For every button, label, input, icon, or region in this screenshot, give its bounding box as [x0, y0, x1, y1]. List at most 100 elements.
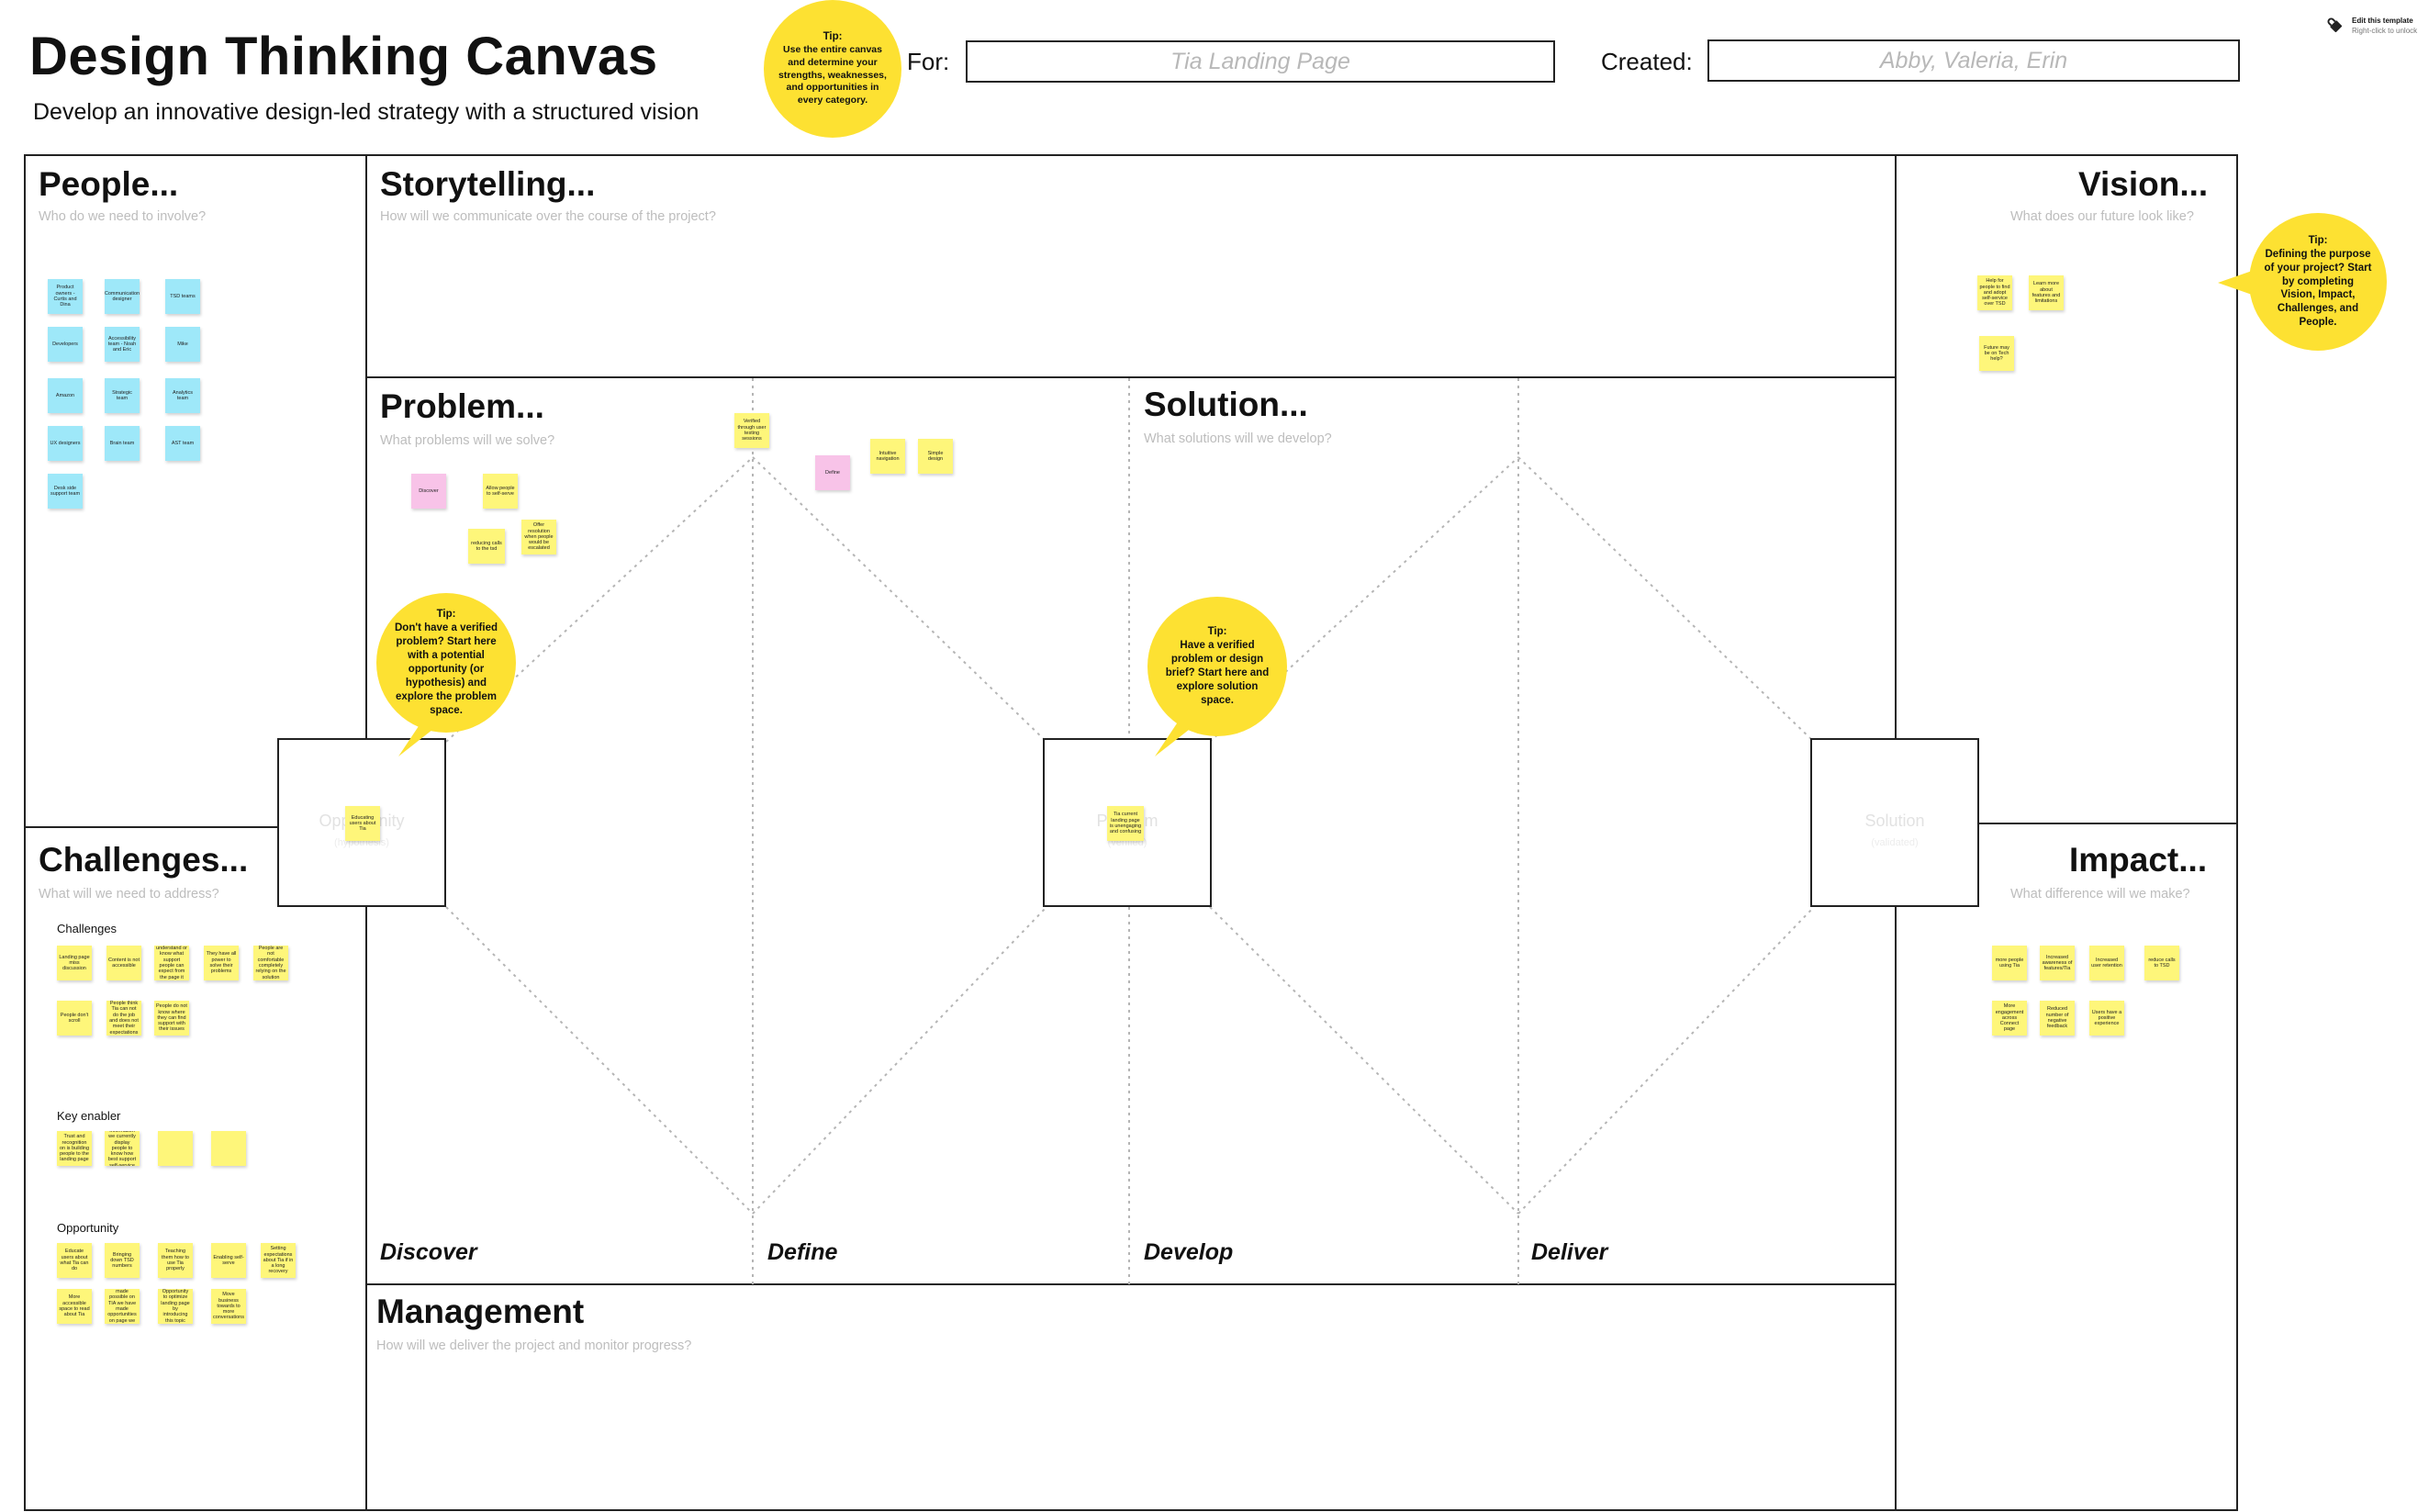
- sticky-note[interactable]: More accessible space to read about Tia: [57, 1289, 92, 1324]
- sticky-note[interactable]: People think Tia can not do the job and …: [106, 1001, 141, 1036]
- sticky-note[interactable]: Teaching them how to use Tia properly: [158, 1243, 193, 1278]
- management-title: Management: [376, 1293, 585, 1330]
- sticky-note[interactable]: Reduced number of negative feedback: [2040, 1001, 2075, 1036]
- storytelling-question: How will we communicate over the course …: [380, 209, 716, 224]
- solution-question: What solutions will we develop?: [1144, 431, 1332, 446]
- tip-vision[interactable]: Tip: Defining the purpose of your project…: [2249, 213, 2387, 351]
- impact-section: [1895, 823, 2238, 1511]
- solution-box[interactable]: Solution (validated): [1810, 738, 1979, 907]
- sticky-note[interactable]: Define: [815, 455, 850, 490]
- sticky-note[interactable]: Educate users about what Tia can do: [57, 1243, 92, 1278]
- sticky-note[interactable]: Its hard to understand or know what supp…: [154, 946, 189, 980]
- sticky-note[interactable]: Enabling self-serve: [211, 1243, 246, 1278]
- tip-body: Use the entire canvas and determine your…: [778, 44, 887, 106]
- vision-question: What does our future look like?: [2010, 209, 2194, 224]
- phase-define: Define: [767, 1239, 838, 1265]
- sticky-note[interactable]: Help for people to find and adopt self-s…: [1977, 275, 2012, 310]
- sticky-note[interactable]: Landing page miss discussion: [57, 946, 92, 980]
- lock-title: Edit this template: [2352, 17, 2413, 25]
- problem-question: What problems will we solve?: [380, 433, 555, 448]
- sticky-note[interactable]: Trust and recognition on is building peo…: [57, 1131, 92, 1166]
- sticky-note[interactable]: [211, 1131, 246, 1166]
- sticky-note[interactable]: [158, 1131, 193, 1166]
- tip-body: Have a verified problem or design brief?…: [1165, 640, 1270, 706]
- tip-body: Defining the purpose of your project? St…: [2264, 248, 2372, 329]
- challenges-group-label: Challenges: [57, 922, 118, 935]
- sticky-note[interactable]: Analytics team: [165, 378, 200, 413]
- sticky-note[interactable]: Amazon: [48, 378, 83, 413]
- sticky-note[interactable]: Move business towards to more conversati…: [211, 1289, 246, 1324]
- solution-title: Solution...: [1144, 386, 1308, 423]
- created-label: Created:: [1601, 48, 1693, 75]
- sticky-note[interactable]: Future may be on Tech help?: [1979, 336, 2014, 371]
- solution-label: Solution: [1864, 812, 1925, 830]
- sticky-note[interactable]: Learn more about features and limitation…: [2029, 275, 2064, 310]
- tip-head: Tip:: [2308, 234, 2328, 246]
- sticky-note[interactable]: Mike: [165, 327, 200, 362]
- created-field[interactable]: Abby, Valeria, Erin: [1707, 39, 2240, 82]
- sticky-note[interactable]: TSD teams: [165, 279, 200, 314]
- sticky-note[interactable]: Accessibility team - Noah and Eric: [105, 327, 140, 362]
- sticky-note[interactable]: Opportunity to optimize landing page by …: [158, 1289, 193, 1324]
- sticky-note[interactable]: Bringing down TSD numbers: [105, 1243, 140, 1278]
- storytelling-title: Storytelling...: [380, 165, 596, 203]
- key-enabler-group-label: Key enabler: [57, 1109, 121, 1123]
- sticky-note[interactable]: Intuitive navigation: [870, 439, 905, 474]
- people-title: People...: [39, 165, 179, 203]
- sticky-note[interactable]: Setting expectations about Tia if in a l…: [261, 1243, 296, 1278]
- sticky-note[interactable]: Product owners - Curtis and Dina: [48, 279, 83, 314]
- sticky-note[interactable]: Educating users about Tia: [345, 806, 380, 841]
- tip-problem[interactable]: Tip:Don't have a verified problem? Start…: [376, 593, 516, 733]
- sticky-note[interactable]: AST team: [165, 426, 200, 461]
- opportunity-group-label: Opportunity: [57, 1221, 119, 1235]
- vision-title: Vision...: [2078, 165, 2209, 203]
- sticky-note[interactable]: They have all power to solve their probl…: [204, 946, 239, 980]
- page-title: Design Thinking Canvas: [29, 27, 658, 86]
- sticky-note[interactable]: Desk side support team: [48, 474, 83, 509]
- sticky-note[interactable]: Simple design: [918, 439, 953, 474]
- sticky-note[interactable]: Allow people to self-serve: [483, 474, 518, 509]
- sticky-note[interactable]: Content is not accessible: [106, 946, 141, 980]
- sticky-note[interactable]: Verified through user testing sessions: [734, 413, 769, 448]
- people-question: Who do we need to involve?: [39, 209, 207, 224]
- sticky-note[interactable]: Strategic team: [105, 378, 140, 413]
- opportunity-box[interactable]: Opportunity (hypothesis) Educating users…: [277, 738, 446, 907]
- tip-tail: [2218, 270, 2255, 296]
- phase-discover: Discover: [380, 1239, 477, 1265]
- sticky-note[interactable]: reducing calls to the tsd: [468, 529, 505, 564]
- sticky-note[interactable]: Solutions made possible on TIA we have m…: [105, 1289, 140, 1324]
- lock-icon[interactable]: [2324, 15, 2345, 39]
- tip-solution[interactable]: Tip: Have a verified problem or design br…: [1147, 597, 1287, 736]
- sticky-note[interactable]: Users have a positive experience: [2089, 1001, 2124, 1036]
- problem-box[interactable]: Problem (verified) Tia current landing p…: [1043, 738, 1212, 907]
- sticky-note[interactable]: reduce calls to TSD: [2144, 946, 2179, 980]
- sticky-note[interactable]: Developers: [48, 327, 83, 362]
- sticky-note[interactable]: Offer resolution when people would be es…: [521, 520, 556, 554]
- sticky-note[interactable]: Communication designer: [105, 279, 140, 314]
- sticky-note[interactable]: Tia current landing page is unengaging a…: [1107, 806, 1144, 841]
- for-field[interactable]: Tia Landing Page: [966, 40, 1555, 83]
- solution-sub: (validated): [1871, 837, 1919, 848]
- sticky-note[interactable]: People don't scroll: [57, 1001, 92, 1036]
- sticky-note[interactable]: People are not comfortable completely re…: [253, 946, 288, 980]
- sticky-note[interactable]: People do not know where they can find s…: [154, 1001, 189, 1036]
- challenges-question: What will we need to address?: [39, 887, 219, 902]
- sticky-note[interactable]: Brain team: [105, 426, 140, 461]
- phase-develop: Develop: [1144, 1239, 1234, 1265]
- sticky-note[interactable]: Discover: [411, 474, 446, 509]
- management-section: [365, 1283, 1897, 1511]
- challenges-title: Challenges...: [39, 841, 249, 879]
- lock-hint: Right-click to unlock: [2352, 27, 2418, 35]
- sticky-note[interactable]: More engagement across Connect page: [1992, 1001, 2027, 1036]
- sticky-note[interactable]: more people using Tia: [1992, 946, 2027, 980]
- problem-title: Problem...: [380, 387, 544, 425]
- sticky-note[interactable]: UX designers: [48, 426, 83, 461]
- tip-head: Tip:: [1207, 626, 1227, 638]
- sticky-note[interactable]: Information we currently display people …: [105, 1131, 140, 1166]
- sticky-note[interactable]: Increased awareness of features/Tia: [2040, 946, 2075, 980]
- sticky-note[interactable]: Increased user retention: [2089, 946, 2124, 980]
- tip-main[interactable]: Tip:Use the entire canvas and determine …: [764, 0, 901, 138]
- impact-title: Impact...: [2069, 841, 2208, 879]
